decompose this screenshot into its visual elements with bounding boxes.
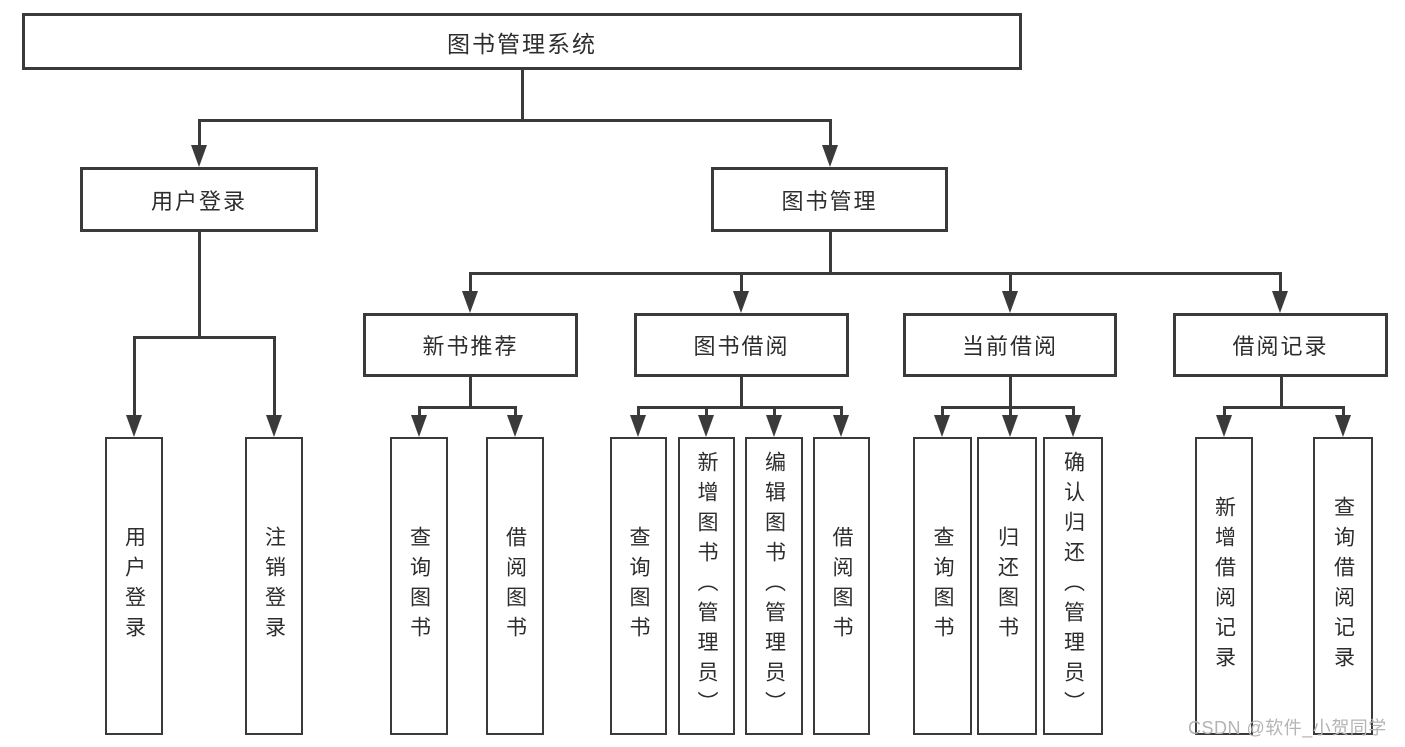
node-label-user-login: 用户登录 xyxy=(150,188,247,214)
node-label-leaf-nbr-query-books: 查询图书 xyxy=(407,526,431,646)
arrowhead-icon xyxy=(266,415,282,437)
node-leaf-cb-confirm-return: 确认归还（管理员） xyxy=(1043,437,1103,735)
arrowhead-icon xyxy=(630,415,646,437)
connector-drop-new-book-recommend xyxy=(417,406,421,419)
arrowhead-icon xyxy=(1272,291,1288,313)
node-current-borrowing: 当前借阅 xyxy=(903,313,1117,377)
connector-stem-book-borrowing xyxy=(739,377,743,409)
connector-drop-current-borrowing xyxy=(1008,406,1012,419)
node-new-book-recommend: 新书推荐 xyxy=(363,313,578,377)
arrowhead-icon xyxy=(1002,415,1018,437)
arrowhead-icon xyxy=(698,415,714,437)
node-label-leaf-bb-borrow-books: 借阅图书 xyxy=(830,526,853,646)
arrowhead-icon xyxy=(766,415,782,437)
node-label-leaf-user-login: 用户登录 xyxy=(122,526,146,646)
node-book-borrowing: 图书借阅 xyxy=(634,313,849,377)
connector-stem-user-login xyxy=(197,232,201,339)
arrowhead-icon xyxy=(126,415,142,437)
node-leaf-bb-borrow-books: 借阅图书 xyxy=(813,437,870,735)
node-label-current-borrowing: 当前借阅 xyxy=(961,334,1058,359)
node-label-leaf-bb-add-books-admin: 新增图书（管理员） xyxy=(695,451,718,721)
node-borrowing-records: 借阅记录 xyxy=(1173,313,1388,377)
node-label-leaf-bb-edit-books-admin: 编辑图书（管理员） xyxy=(762,451,786,721)
node-label-leaf-br-query-record: 查询借阅记录 xyxy=(1331,496,1355,676)
node-label-borrowing-records: 借阅记录 xyxy=(1232,334,1329,359)
node-leaf-nbr-query-books: 查询图书 xyxy=(390,437,448,735)
node-label-leaf-cb-query-books: 查询图书 xyxy=(931,526,954,646)
node-label-leaf-br-add-record: 新增借阅记录 xyxy=(1212,496,1236,676)
connector-drop-book-borrowing xyxy=(772,406,776,419)
node-leaf-br-query-record: 查询借阅记录 xyxy=(1313,437,1373,735)
node-leaf-br-add-record: 新增借阅记录 xyxy=(1195,437,1253,735)
connector-drop-new-book-recommend xyxy=(513,406,517,419)
node-root: 图书管理系统 xyxy=(22,13,1022,70)
connector-drop-borrowing-records xyxy=(1341,406,1345,419)
node-leaf-bb-edit-books-admin: 编辑图书（管理员） xyxy=(745,437,803,735)
arrowhead-icon xyxy=(411,415,427,437)
arrowhead-icon xyxy=(822,145,838,167)
connector-drop-user-login xyxy=(132,336,136,419)
connector-drop-book-management xyxy=(1008,272,1012,295)
arrowhead-icon xyxy=(1335,415,1351,437)
node-leaf-cb-query-books: 查询图书 xyxy=(913,437,972,735)
connector-stem-borrowing-records xyxy=(1279,377,1283,409)
connector-drop-book-management xyxy=(739,272,743,295)
connector-stem-root xyxy=(520,70,524,122)
connector-drop-root xyxy=(197,119,201,149)
node-label-book-management: 图书管理 xyxy=(781,188,878,214)
arrowhead-icon xyxy=(507,415,523,437)
node-user-login: 用户登录 xyxy=(80,167,318,232)
node-book-management: 图书管理 xyxy=(711,167,948,232)
arrowhead-icon xyxy=(1065,415,1081,437)
watermark: CSDN @软件_小贺同学 xyxy=(1188,718,1387,738)
node-label-leaf-cb-return-books: 归还图书 xyxy=(995,526,1019,646)
connector-drop-book-borrowing xyxy=(704,406,708,419)
node-label-leaf-bb-query-books: 查询图书 xyxy=(627,526,650,646)
connector-drop-root xyxy=(828,119,832,149)
arrowhead-icon xyxy=(462,291,478,313)
connector-stem-book-management xyxy=(828,232,832,275)
connector-drop-current-borrowing xyxy=(1071,406,1075,419)
arrowhead-icon xyxy=(934,415,950,437)
arrowhead-icon xyxy=(833,415,849,437)
connector-bar-book-borrowing xyxy=(636,406,843,409)
connector-stem-new-book-recommend xyxy=(468,377,472,409)
node-leaf-bb-add-books-admin: 新增图书（管理员） xyxy=(678,437,735,735)
node-label-leaf-logout: 注销登录 xyxy=(262,526,286,646)
connector-bar-root xyxy=(197,119,832,122)
node-leaf-user-login: 用户登录 xyxy=(105,437,163,735)
connector-bar-current-borrowing xyxy=(940,406,1075,409)
node-leaf-bb-query-books: 查询图书 xyxy=(610,437,667,735)
connector-drop-current-borrowing xyxy=(940,406,944,419)
arrowhead-icon xyxy=(191,145,207,167)
arrowhead-icon xyxy=(733,291,749,313)
connector-bar-new-book-recommend xyxy=(417,406,517,409)
arrowhead-icon xyxy=(1216,415,1232,437)
arrowhead-icon xyxy=(1002,291,1018,313)
node-label-leaf-cb-confirm-return: 确认归还（管理员） xyxy=(1061,451,1085,721)
node-label-leaf-nbr-borrow-books: 借阅图书 xyxy=(503,526,527,646)
connector-drop-book-borrowing xyxy=(636,406,640,419)
node-leaf-cb-return-books: 归还图书 xyxy=(977,437,1037,735)
connector-bar-book-management xyxy=(468,272,1282,275)
connector-drop-book-management xyxy=(1278,272,1282,295)
node-label-root: 图书管理系统 xyxy=(447,30,597,57)
connector-stem-current-borrowing xyxy=(1008,377,1012,409)
connector-drop-book-management xyxy=(468,272,472,295)
node-label-new-book-recommend: 新书推荐 xyxy=(422,334,519,359)
connector-drop-borrowing-records xyxy=(1222,406,1226,419)
node-leaf-logout: 注销登录 xyxy=(245,437,303,735)
connector-drop-user-login xyxy=(272,336,276,419)
connector-drop-book-borrowing xyxy=(839,406,843,419)
connector-bar-user-login xyxy=(132,336,276,339)
connector-bar-borrowing-records xyxy=(1222,406,1345,409)
node-leaf-nbr-borrow-books: 借阅图书 xyxy=(486,437,544,735)
node-label-book-borrowing: 图书借阅 xyxy=(693,334,790,359)
